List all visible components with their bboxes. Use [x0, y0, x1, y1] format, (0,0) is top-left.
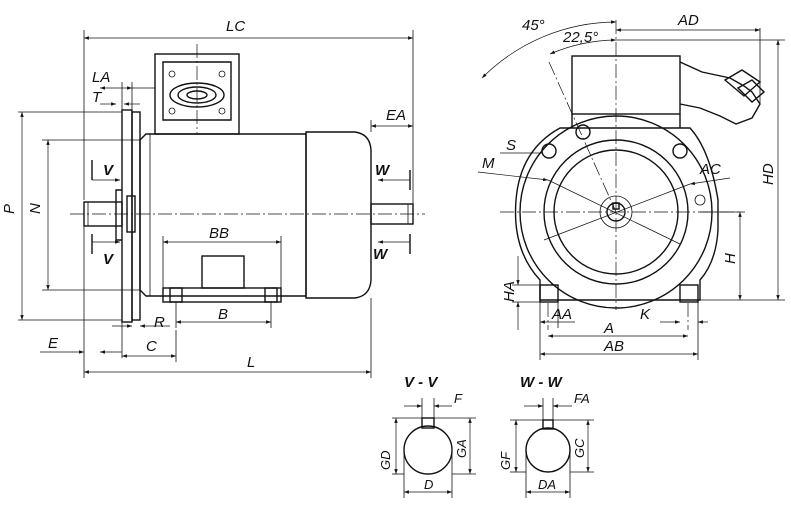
label-n: N: [27, 203, 44, 214]
label-lc: LC: [226, 18, 245, 35]
label-gf: GF: [498, 451, 513, 470]
foot-right: [679, 284, 699, 303]
terminal-box-top: [571, 55, 681, 115]
label-fa: FA: [574, 391, 590, 406]
shaft-section-w: [525, 427, 571, 473]
label-a: A: [603, 320, 614, 337]
label-bb: BB: [209, 225, 229, 242]
label-aa: AA: [551, 306, 572, 323]
label-la: LA: [92, 69, 110, 86]
section-w-w-title: W - W: [520, 374, 563, 391]
angle-45-arc: [481, 20, 617, 79]
section-w-w: W - W FA GF GC DA: [498, 374, 594, 498]
label-c: C: [146, 338, 157, 355]
label-angle-45: 45°: [522, 17, 545, 34]
label-e: E: [48, 335, 59, 352]
label-ab: AB: [603, 338, 624, 355]
shaft-section-v: [403, 425, 453, 475]
label-ga: GA: [454, 439, 469, 458]
angle-225-arc: [549, 38, 617, 55]
label-l: L: [247, 354, 255, 371]
label-f: F: [454, 391, 463, 406]
flange-spigot: [115, 189, 122, 241]
bolt-hole-left: [541, 143, 557, 159]
label-w-upper: W: [375, 162, 391, 179]
label-v-upper: V: [103, 162, 115, 179]
label-m: M: [482, 155, 495, 172]
label-b: B: [218, 306, 228, 323]
label-d: D: [424, 477, 433, 492]
label-angle-22-5: 22,5°: [562, 29, 598, 46]
label-k: K: [640, 306, 651, 323]
bolt-hole-right: [672, 143, 688, 159]
fan-cover: [305, 131, 372, 299]
section-v-v-title: V - V: [404, 374, 439, 391]
label-ea: EA: [386, 107, 406, 124]
foot-left: [539, 284, 559, 303]
label-ad: AD: [677, 12, 699, 29]
flange-rim: [131, 111, 141, 321]
label-t: T: [92, 89, 103, 106]
label-ac: AC: [699, 161, 721, 178]
label-ha: HA: [501, 281, 518, 302]
label-h: H: [722, 253, 739, 264]
label-v-lower: V: [103, 251, 115, 268]
label-w-lower: W: [373, 246, 389, 263]
label-s: S: [506, 137, 516, 154]
side-view: LC LA T EA P N V V W W BB R B E C L: [1, 18, 425, 378]
mounting-foot: [162, 287, 282, 303]
label-p: P: [1, 204, 18, 214]
label-gd: GD: [378, 451, 393, 471]
label-gc: GC: [572, 438, 587, 458]
bolt-hole-top: [575, 124, 591, 140]
section-v-v: V - V F GD GA D: [378, 374, 476, 498]
label-da: DA: [538, 477, 556, 492]
label-r: R: [154, 314, 165, 331]
label-hd: HD: [760, 163, 777, 185]
end-view: 45° 22,5° AD S M AC HD H HA AA K A AB: [477, 12, 785, 360]
